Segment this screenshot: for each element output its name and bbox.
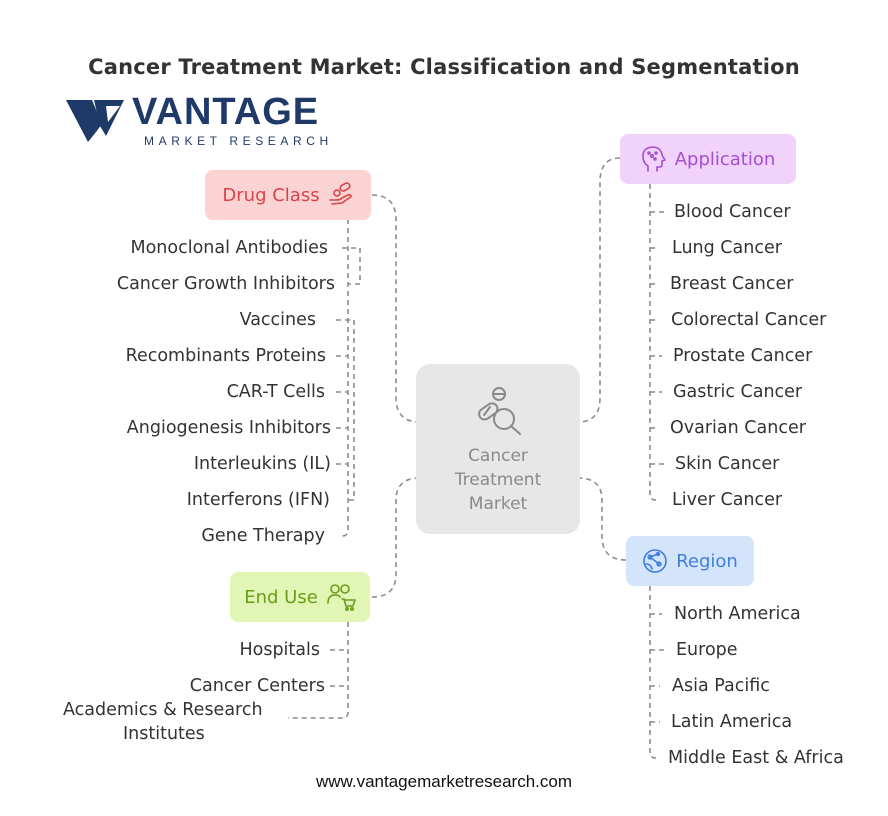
leaf-middle-east-africa[interactable]: Middle East & Africa (668, 748, 844, 768)
leaf-europe[interactable]: Europe (676, 640, 738, 660)
leaf-lung-cancer[interactable]: Lung Cancer (672, 238, 782, 258)
leaf-gastric-cancer[interactable]: Gastric Cancer (673, 382, 803, 402)
page-title: Cancer Treatment Market: Classification … (88, 55, 800, 79)
leaf-cancer-centers[interactable]: Cancer Centers (189, 676, 325, 696)
leaf-liver-cancer[interactable]: Liver Cancer (672, 490, 783, 510)
leaf-colorectal-cancer[interactable]: Colorectal Cancer (671, 310, 827, 330)
leaf-gene-therapy[interactable]: Gene Therapy (201, 526, 325, 546)
leaf-prostate-cancer[interactable]: Prostate Cancer (673, 346, 813, 366)
leaf-asia-pacific[interactable]: Asia Pacific (672, 676, 770, 696)
people-cart-icon (326, 584, 356, 611)
leaf-interleukins[interactable]: Interleukins (IL) (193, 454, 331, 474)
branch-label: Application (674, 148, 776, 170)
leaf-north-america[interactable]: North America (674, 604, 801, 624)
center-label-line1: Cancer (468, 446, 528, 466)
leaf-vaccines[interactable]: Vaccines (239, 310, 316, 330)
branch-end-use[interactable]: End Use (230, 572, 370, 622)
leaf-hospitals[interactable]: Hospitals (239, 640, 320, 660)
leaf-cancer-growth-inhibitors[interactable]: Cancer Growth Inhibitors (116, 274, 335, 294)
center-label-line2: Treatment (454, 470, 542, 490)
branch-label: Drug Class (222, 184, 320, 206)
leaf-angiogenesis-inhibitors[interactable]: Angiogenesis Inhibitors (126, 418, 331, 438)
head-virus-icon (641, 146, 666, 172)
leaf-skin-cancer[interactable]: Skin Cancer (675, 454, 780, 474)
globe-network-icon (643, 549, 667, 573)
logo-subtitle: MARKET RESEARCH (144, 134, 333, 148)
leaf-interferons[interactable]: Interferons (IFN) (186, 490, 330, 510)
branch-label: End Use (244, 586, 318, 608)
logo-wordmark: VANTAGE (132, 91, 320, 133)
leaf-academics-research-line1[interactable]: Academics & Research (63, 700, 263, 720)
footer-url[interactable]: www.vantagemarketresearch.com (315, 772, 573, 791)
hand-pills-icon (328, 182, 352, 205)
branch-application[interactable]: Application (620, 134, 796, 184)
leaf-ovarian-cancer[interactable]: Ovarian Cancer (670, 418, 806, 438)
leaf-latin-america[interactable]: Latin America (671, 712, 793, 732)
leaf-blood-cancer[interactable]: Blood Cancer (674, 202, 791, 222)
leaf-monoclonal-antibodies[interactable]: Monoclonal Antibodies (130, 238, 329, 258)
branch-region[interactable]: Region (626, 536, 754, 586)
pills-magnifier-icon (478, 387, 521, 435)
leaf-breast-cancer[interactable]: Breast Cancer (670, 274, 794, 294)
leaf-academics-research-line2[interactable]: Institutes (123, 724, 205, 744)
center-node-cancer-treatment-market[interactable]: Cancer Treatment Market (416, 364, 580, 534)
leaf-recombinants-proteins[interactable]: Recombinants Proteins (125, 346, 326, 366)
leaf-car-t-cells[interactable]: CAR-T Cells (226, 382, 325, 402)
branch-drug-class[interactable]: Drug Class (205, 170, 371, 220)
vantage-logo-mark-icon (66, 100, 124, 142)
vantage-logo: VANTAGE MARKET RESEARCH (66, 92, 346, 154)
center-label-line3: Market (468, 494, 528, 514)
branch-label: Region (676, 550, 738, 572)
